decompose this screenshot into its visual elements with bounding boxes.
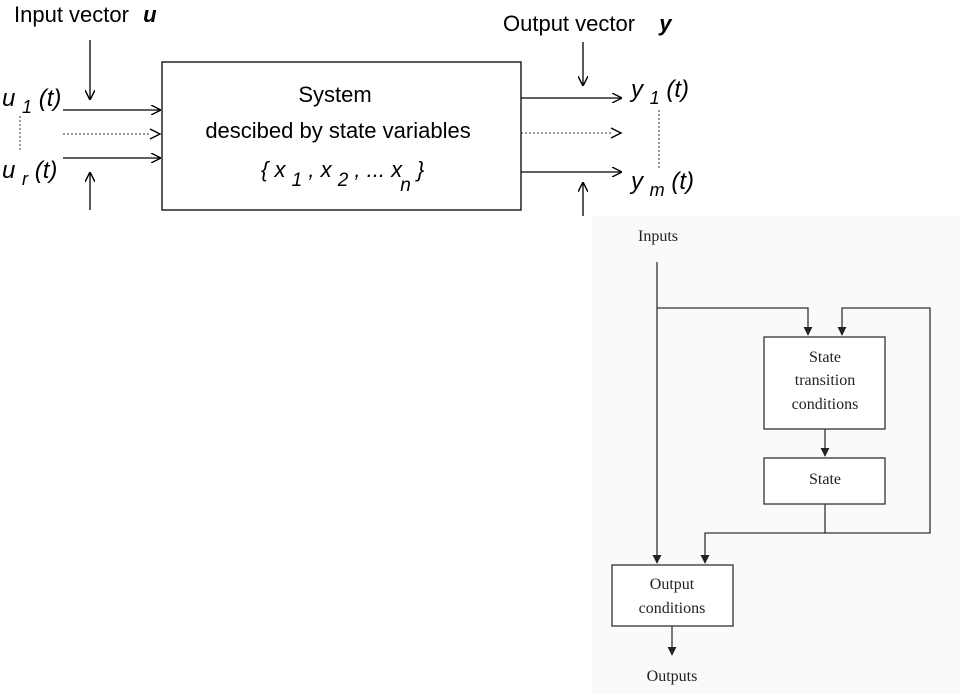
output-signal-1: y 1 (t) xyxy=(629,76,689,110)
output-vector-label: Output vector y xyxy=(503,11,673,36)
input-vector-symbol: u xyxy=(143,2,157,27)
output-conditions-box xyxy=(611,564,734,627)
output-vector-symbol: y xyxy=(658,11,673,36)
input-signal-1: u 1 (t) xyxy=(2,85,61,119)
state-transition-box xyxy=(763,336,886,430)
output-conditions-line-1: Output xyxy=(650,576,695,593)
input-signal-r: u r (t) xyxy=(2,157,57,191)
state-to-output-arrow xyxy=(700,532,825,564)
system-block-diagram: Input vector u Output vector y System de… xyxy=(2,2,694,216)
inputs-label: Inputs xyxy=(638,228,678,245)
input-vector-label: Input vector u xyxy=(14,2,157,27)
state-box xyxy=(763,457,886,505)
system-box xyxy=(161,61,522,211)
inputs-to-transition-arrow xyxy=(657,307,813,336)
state-transition-line-1: State xyxy=(809,349,841,366)
input-arrow-middle-head xyxy=(149,128,162,140)
state-variable-set: { x 1 , x 2 , ... x n } xyxy=(261,157,425,196)
system-title: System xyxy=(298,82,371,107)
state-transition-line-3: conditions xyxy=(792,396,859,413)
state-feedback-arrow xyxy=(824,307,931,534)
state-transition-line-2: transition xyxy=(795,372,855,389)
output-arrow-middle-head xyxy=(610,127,623,139)
state-label: State xyxy=(809,471,841,488)
output-signal-m: y m (t) xyxy=(629,168,694,202)
state-machine-diagram: Inputs State transition conditions State… xyxy=(592,216,960,694)
output-conditions-line-2: conditions xyxy=(639,600,706,617)
system-description: descibed by state variables xyxy=(205,118,470,143)
outputs-label: Outputs xyxy=(647,668,698,685)
